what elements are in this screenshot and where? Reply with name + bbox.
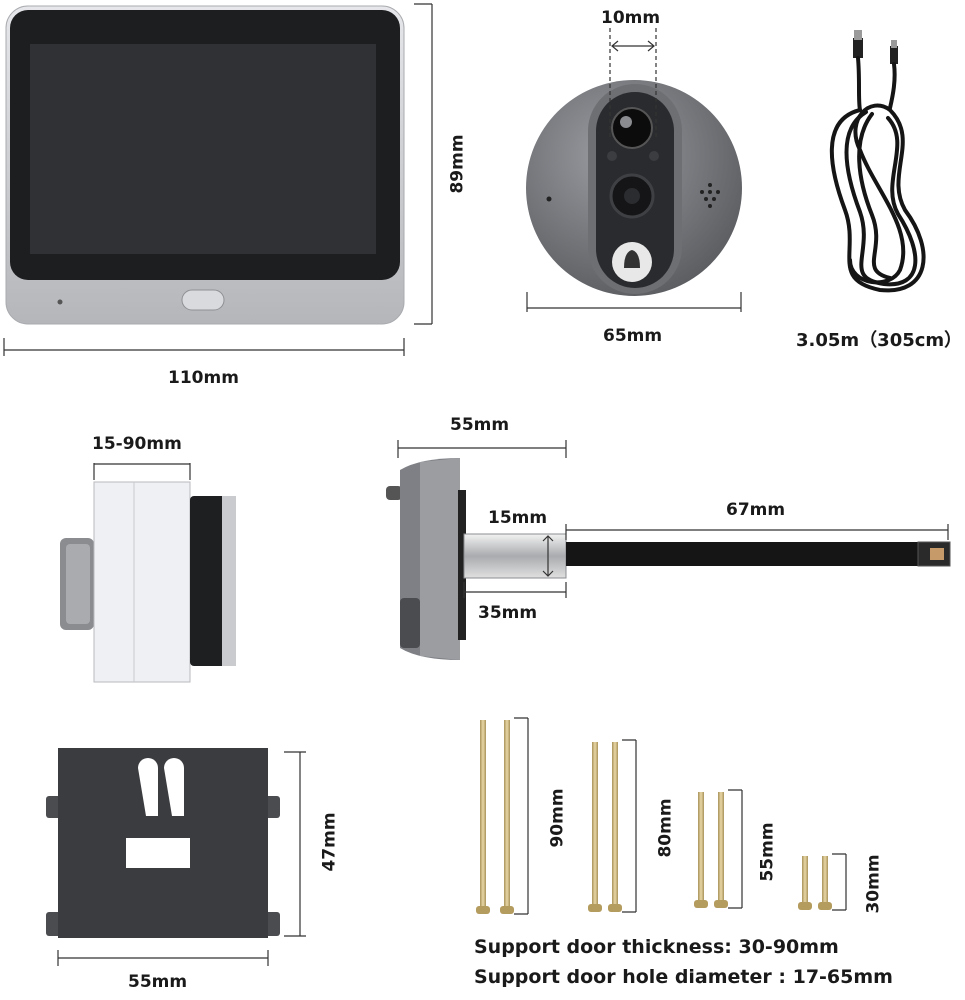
bracket-height-label: 47mm (319, 812, 340, 872)
cable-length-label: 3.05m（305cm） (796, 330, 963, 351)
barrel-length-label: 35mm (478, 603, 538, 623)
screw-90mm (476, 720, 514, 914)
barrel-diameter-label: 15mm (488, 508, 548, 528)
usb-cable (829, 30, 926, 293)
screw-30mm (798, 856, 832, 910)
camera-dimension-lines (526, 28, 742, 312)
screw-dimension-lines (514, 717, 847, 915)
mounting-bracket (46, 748, 280, 938)
screw-30mm-label: 30mm (863, 854, 884, 914)
camera-side-view (386, 458, 951, 660)
flat-cable-length-label: 67mm (726, 500, 786, 520)
door-thickness-note: Support door thickness: 30-90mm (474, 936, 839, 958)
camera-depth-label: 55mm (450, 415, 510, 435)
screw-80mm-label: 80mm (655, 798, 676, 858)
screw-55mm (694, 792, 728, 908)
camera-side-dimension-lines (397, 440, 949, 598)
camera-front (526, 80, 742, 296)
door-thickness-dimension-lines (93, 463, 191, 480)
camera-diameter-label: 65mm (603, 326, 663, 346)
monitor-height-label: 89mm (447, 134, 468, 194)
monitor-dimension-lines (3, 3, 433, 356)
lens-spacing-label: 10mm (601, 8, 661, 28)
bracket-dimension-lines (57, 751, 306, 966)
screw-80mm (588, 742, 622, 912)
hole-diameter-note: Support door hole diameter : 17-65mm (474, 966, 893, 988)
screw-55mm-label: 55mm (757, 822, 778, 882)
monitor-width-label: 110mm (168, 368, 239, 388)
bracket-width-label: 55mm (128, 972, 188, 992)
screw-90mm-label: 90mm (547, 788, 568, 848)
door-thickness-label: 15-90mm (92, 434, 182, 454)
screws (476, 720, 832, 914)
door-side-view (60, 481, 236, 683)
monitor (5, 5, 405, 325)
